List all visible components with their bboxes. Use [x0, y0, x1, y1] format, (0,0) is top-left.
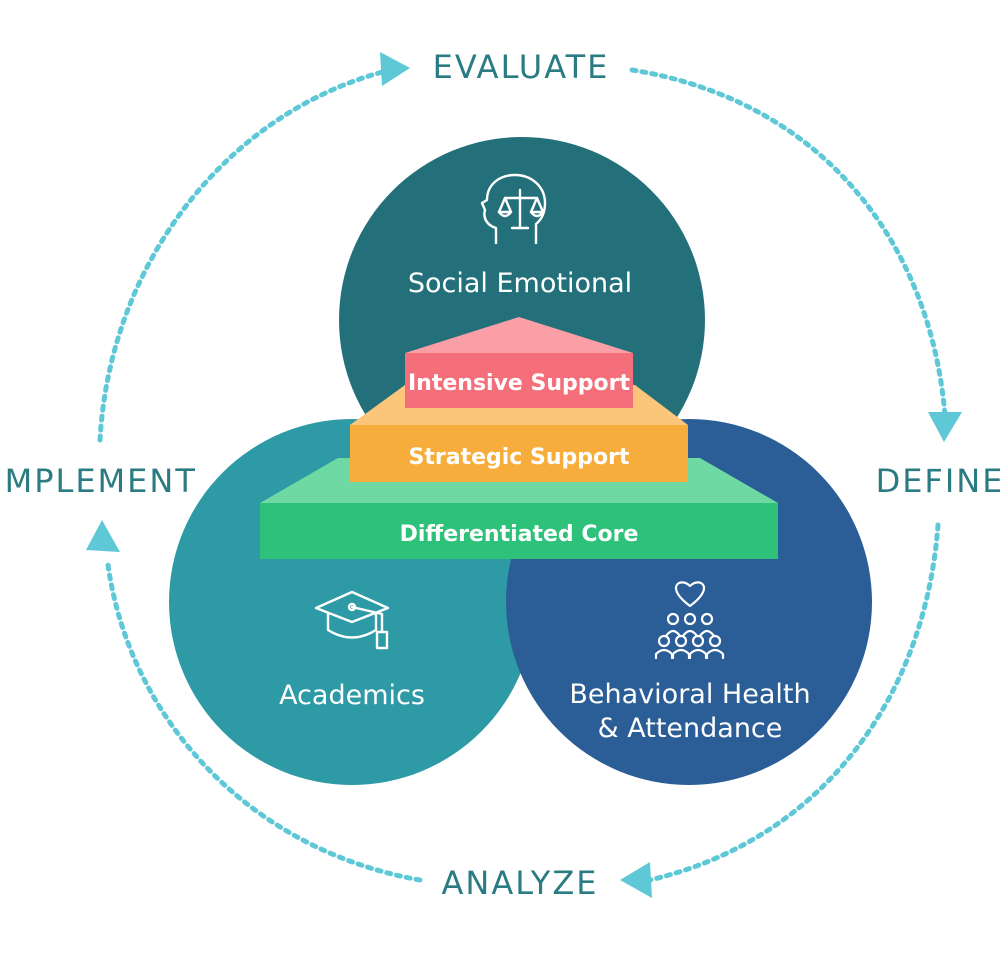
- intensive-tier: [405, 353, 633, 408]
- label-evaluate: EVALUATE: [433, 48, 610, 86]
- graduation-cap-icon: [314, 590, 390, 650]
- arrowhead-implement: [86, 520, 120, 552]
- support-pyramid: Differentiated Core Strategic Support In…: [260, 317, 778, 559]
- core-tier: [260, 503, 778, 559]
- label-define: DEFINE: [876, 462, 1000, 500]
- arrow-evaluate-to-define: [629, 67, 948, 418]
- arrowhead-evaluate: [380, 52, 410, 86]
- cycle-arrows: [97, 67, 948, 883]
- behavioral-label-line2: & Attendance: [598, 713, 783, 744]
- arrowhead-analyze: [620, 862, 652, 898]
- strategic-label: Strategic Support: [409, 445, 630, 470]
- label-implement: IMPLEMENT: [0, 462, 197, 500]
- group-heart-icon: [654, 581, 725, 660]
- intensive-top: [405, 317, 633, 353]
- academics-label: Academics: [279, 680, 425, 711]
- arrow-analyze-to-implement: [105, 562, 423, 883]
- behavioral-label-line1: Behavioral Health: [569, 679, 810, 710]
- core-label: Differentiated Core: [400, 522, 639, 547]
- intensive-label: Intensive Support: [408, 371, 630, 396]
- arrow-define-to-analyze: [647, 522, 941, 883]
- strategic-tier: [350, 425, 688, 482]
- cycle-arrowheads: [86, 52, 962, 898]
- head-scale-icon: [480, 173, 547, 245]
- label-analyze: ANALYZE: [442, 864, 599, 902]
- arrow-implement-to-evaluate: [97, 67, 393, 443]
- arrowhead-define: [928, 412, 962, 442]
- social-emotional-label: Social Emotional: [408, 268, 632, 299]
